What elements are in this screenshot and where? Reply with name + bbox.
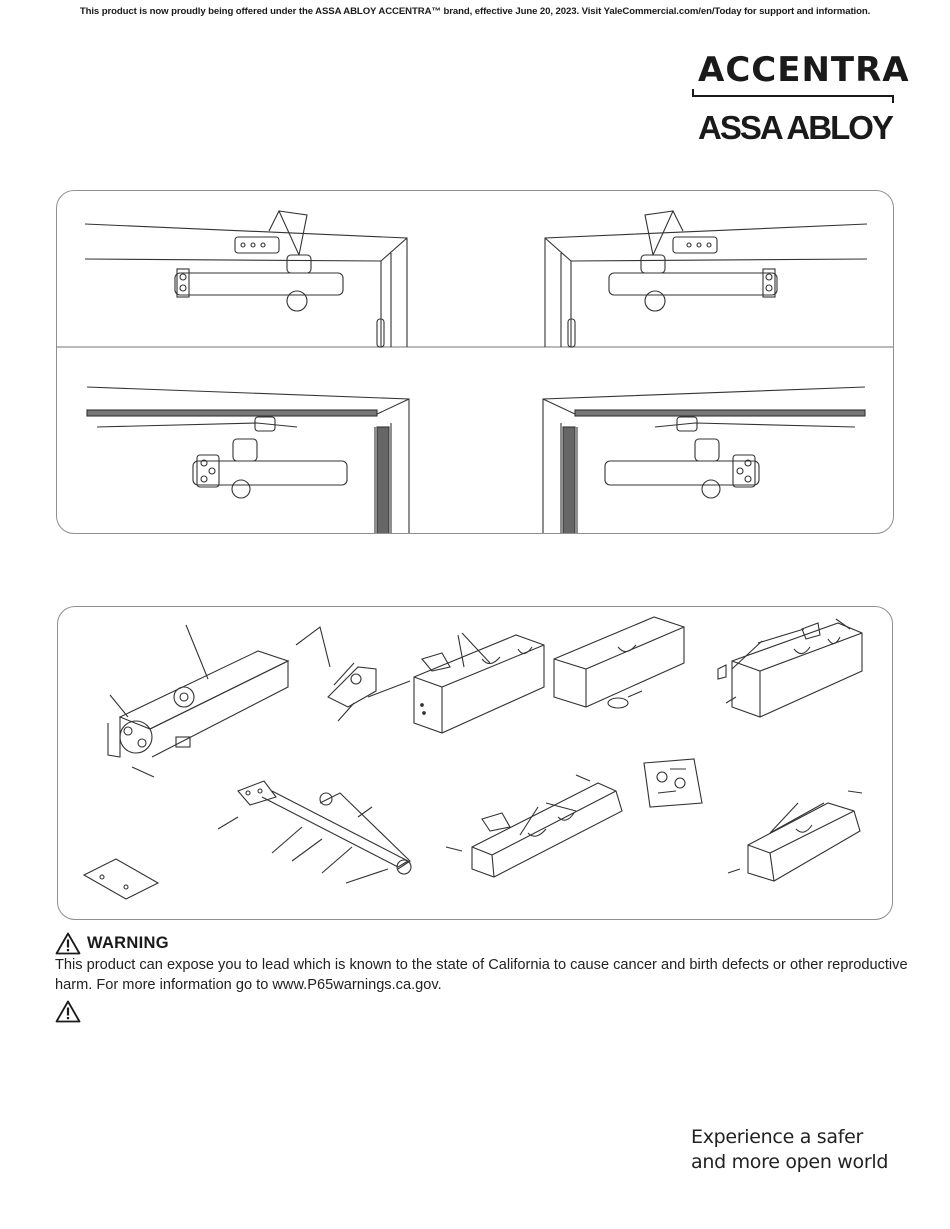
tagline-line-2: and more open world xyxy=(691,1151,889,1173)
illustration-arm-assembly xyxy=(217,780,412,884)
illustration-bracket xyxy=(327,666,411,722)
brand-tagline: Experience a safer and more open world xyxy=(691,1125,888,1175)
parts-illustrations-panel xyxy=(57,606,893,920)
illustration-regular-arm-left xyxy=(84,209,408,348)
mounting-illustrations xyxy=(57,209,893,533)
warning-header: WARNING xyxy=(55,932,169,955)
illustration-closer-body xyxy=(107,624,355,778)
illustration-plate xyxy=(82,858,160,900)
parts-illustrations xyxy=(82,616,863,900)
illustration-long-cover xyxy=(445,774,623,878)
illustration-cover-a xyxy=(413,632,545,734)
warning-triangle-icon xyxy=(55,932,81,955)
tagline-line-1: Experience a safer xyxy=(691,1126,864,1148)
logo-divider-tick xyxy=(892,95,894,103)
illustration-parallel-arm-right xyxy=(542,386,866,533)
logo-divider-tick xyxy=(692,89,694,97)
illustration-hardware-bag xyxy=(643,758,703,808)
illustration-short-cover xyxy=(727,790,863,882)
accentra-logo: ACCENTRA ASSA ABLOY xyxy=(692,50,910,146)
brand-notice: This product is now proudly being offere… xyxy=(79,6,871,17)
illustration-parallel-arm-left xyxy=(86,386,410,533)
logo-assa-abloy-text: ASSA ABLOY xyxy=(698,109,894,146)
illustration-regular-arm-right xyxy=(544,209,868,348)
logo-accentra-text: ACCENTRA xyxy=(698,50,910,90)
mounting-illustrations-panel xyxy=(56,190,894,534)
warning-triangle-icon xyxy=(55,1000,81,1028)
warning-title: WARNING xyxy=(87,934,169,952)
illustration-cover-c xyxy=(717,618,863,718)
illustration-cover-b xyxy=(553,616,685,709)
logo-divider xyxy=(692,95,894,97)
warning-text: This product can expose you to lead whic… xyxy=(55,957,908,993)
